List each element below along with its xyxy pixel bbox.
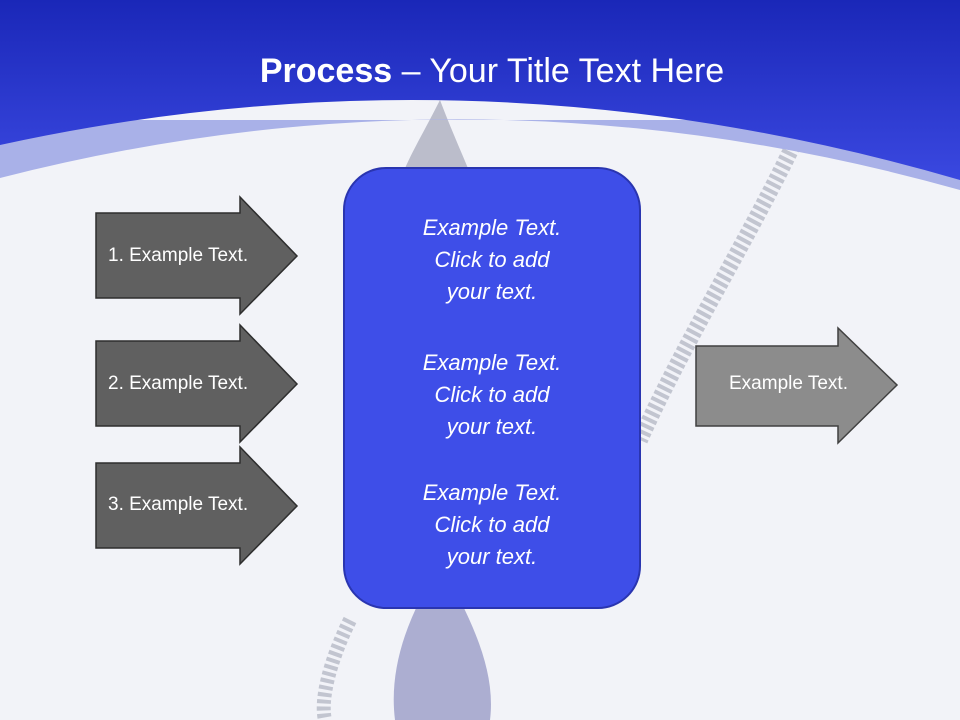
center-box-text-1: Example Text. Click to add your text. — [345, 212, 639, 308]
center-box-line: your text. — [446, 279, 538, 304]
center-box-line: your text. — [446, 414, 538, 439]
center-process-box — [343, 167, 641, 609]
title-rest: – Your Title Text Here — [392, 52, 725, 90]
slide-title: Process – Your Title Text Here — [0, 52, 960, 91]
center-box-line: Example Text. — [422, 480, 562, 505]
output-arrow-label: Example Text. — [729, 373, 848, 394]
center-box-line: Example Text. — [422, 350, 562, 375]
input-arrow-label-1: 1. Example Text. — [108, 245, 249, 266]
center-box-text-2: Example Text. Click to add your text. — [345, 347, 639, 443]
input-arrow-shape-1 — [95, 195, 299, 316]
input-arrow-label-2: 2. Example Text. — [108, 373, 249, 394]
center-box-line: Click to add — [434, 247, 550, 272]
center-box-line: Click to add — [434, 382, 550, 407]
input-arrow-shape-2 — [95, 323, 299, 444]
center-box-line: Example Text. — [422, 215, 562, 240]
output-arrow-shape — [695, 326, 899, 445]
center-box-line: your text. — [446, 544, 538, 569]
title-bold: Process — [259, 52, 393, 90]
center-box-line: Click to add — [434, 512, 550, 537]
center-box-text-3: Example Text. Click to add your text. — [345, 477, 639, 573]
input-arrow-label-3: 3. Example Text. — [108, 494, 249, 515]
input-arrow-shape-3 — [95, 445, 299, 566]
